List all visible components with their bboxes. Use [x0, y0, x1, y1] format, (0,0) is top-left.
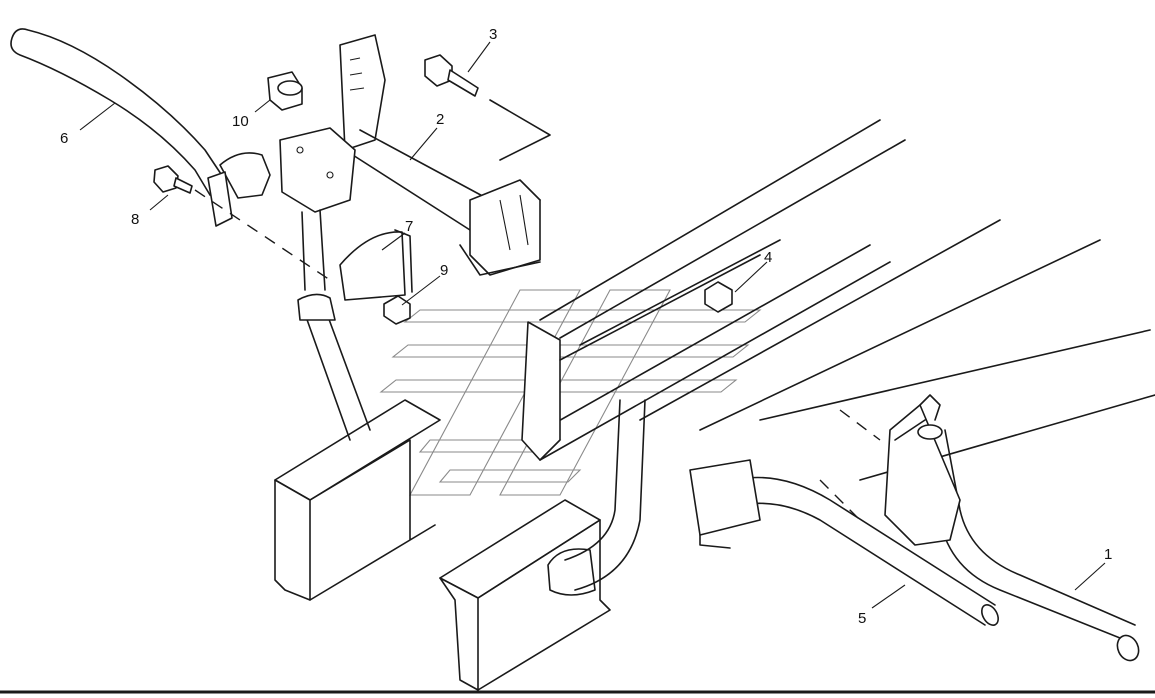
stabilizer-tube-5 [564, 399, 999, 626]
watermark-logo [379, 289, 762, 496]
callout-label-8: 8 [131, 211, 139, 228]
bolt-8 [153, 165, 331, 281]
callout-label-3: 3 [489, 26, 497, 43]
nut-9 [383, 295, 411, 325]
bolt-3 [424, 54, 479, 97]
bushing-10 [267, 71, 303, 111]
nut-4 [704, 281, 733, 313]
bracket-assembly-2 [339, 34, 551, 276]
stabilizer-tube-1 [819, 394, 1140, 662]
leader-lines [79, 41, 1106, 609]
callout-label-5: 5 [858, 610, 866, 627]
mount-plate [279, 127, 356, 291]
stabilizer-tube-6 [10, 28, 271, 227]
callout-label-10: 10 [232, 113, 249, 130]
clamp-7 [339, 229, 413, 301]
crossmember-channel-left [274, 293, 441, 601]
callout-label-2: 2 [436, 111, 444, 128]
callout-label-4: 4 [764, 249, 772, 266]
callout-label-7: 7 [405, 218, 413, 235]
frame-rail [521, 119, 1155, 481]
callout-label-9: 9 [440, 262, 448, 279]
crossmember-channel-center [439, 499, 611, 691]
callout-label-1: 1 [1104, 546, 1112, 563]
callout-label-6: 6 [60, 130, 68, 147]
